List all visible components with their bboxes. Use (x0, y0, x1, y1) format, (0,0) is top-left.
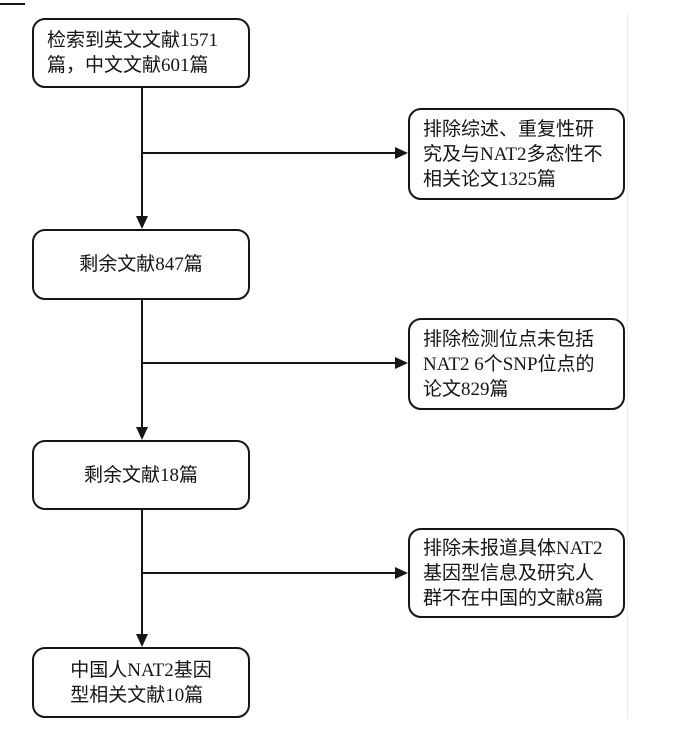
arrowhead-right-3 (395, 567, 408, 579)
node-text-line: 剩余文献847篇 (79, 254, 203, 275)
node-remaining-847: 剩余文献847篇 (32, 229, 250, 300)
node-text-line: 群不在中国的文献8篇 (423, 587, 604, 609)
node-excluded-8: 排除未报道具体NAT2 基因型信息及研究人 群不在中国的文献8篇 (408, 528, 625, 618)
node-text-line: 排除未报道具体NAT2 (423, 537, 603, 559)
node-search-total: 检索到英文文献1571 篇，中文文献601篇 (32, 18, 250, 88)
node-text-line: NAT2 6个SNP位点的 (423, 353, 595, 375)
arrowhead-down-2 (136, 427, 148, 440)
node-excluded-1325: 排除综述、重复性研 究及与NAT2多态性不 相关论文1325篇 (408, 108, 625, 200)
node-remaining-18: 剩余文献18篇 (32, 440, 250, 510)
node-text-line: 篇，中文文献601篇 (47, 55, 209, 76)
node-text-line: 排除综述、重复性研 (423, 118, 595, 140)
node-text-line: 中国人NAT2基因 (70, 659, 212, 681)
node-text-line: 论文829篇 (423, 378, 509, 400)
node-text-line: 排除检测位点未包括 (423, 328, 595, 350)
arrowhead-right-2 (395, 357, 408, 369)
node-text-line: 型相关文献10篇 (70, 684, 204, 706)
node-text-line: 检索到英文文献1571 (47, 30, 219, 51)
node-text-line: 剩余文献18篇 (83, 464, 198, 486)
connector-right-2 (142, 362, 395, 364)
arrowhead-down-1 (136, 216, 148, 229)
node-text-line: 基因型信息及研究人 (423, 562, 595, 584)
node-excluded-829: 排除检测位点未包括 NAT2 6个SNP位点的 论文829篇 (408, 318, 625, 410)
scan-edge-line (627, 14, 628, 718)
arrowhead-right-1 (395, 147, 408, 159)
arrowhead-down-3 (136, 634, 148, 647)
node-text-line: 相关论文1325篇 (423, 168, 557, 190)
node-final-included: 中国人NAT2基因 型相关文献10篇 (32, 647, 250, 718)
page-edge-mark (0, 3, 25, 5)
connector-right-1 (142, 152, 395, 154)
connector-right-3 (142, 572, 395, 574)
node-text-line: 究及与NAT2多态性不 (423, 143, 603, 165)
